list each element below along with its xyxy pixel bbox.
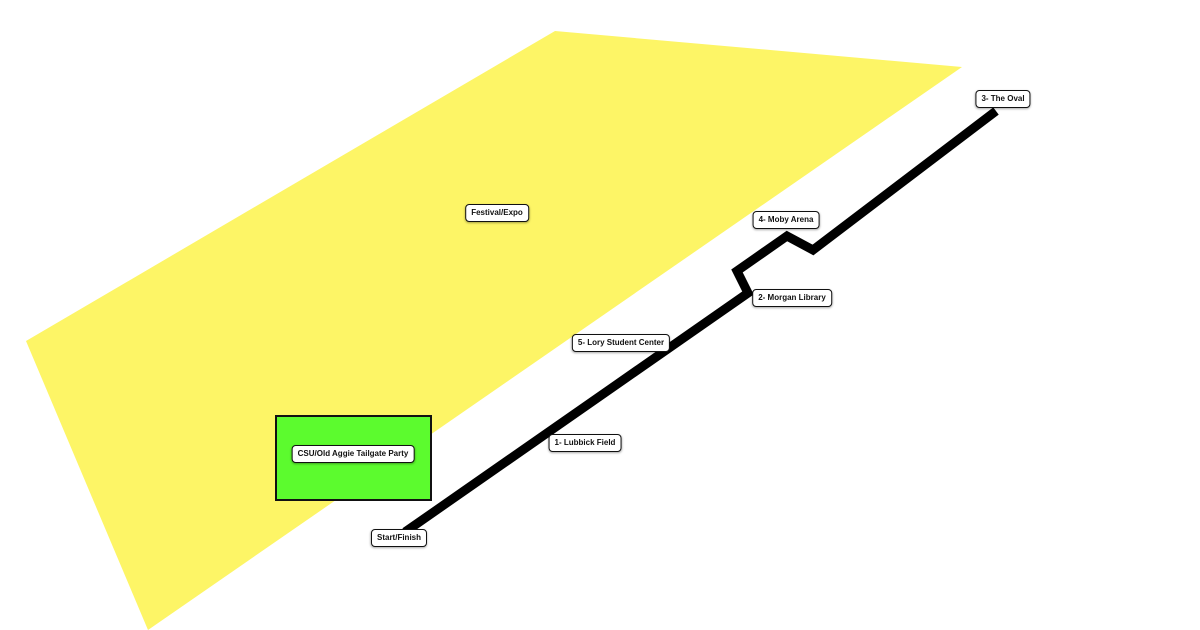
checkpoint-3-label[interactable]: 3- The Oval [975,90,1031,108]
checkpoint-2-label[interactable]: 2- Morgan Library [752,289,832,307]
festival-expo-area[interactable] [26,31,962,630]
race-route[interactable] [402,107,999,536]
tailgate-party-label[interactable]: CSU/Old Aggie Tailgate Party [291,445,415,463]
festival-expo-label[interactable]: Festival/Expo [465,204,529,222]
checkpoint-5-label[interactable]: 5- Lory Student Center [571,334,671,352]
checkpoint-1-label[interactable]: 1- Lubbick Field [548,434,622,452]
checkpoint-4-label[interactable]: 4- Moby Arena [752,211,820,229]
start-finish-label[interactable]: Start/Finish [370,529,428,547]
